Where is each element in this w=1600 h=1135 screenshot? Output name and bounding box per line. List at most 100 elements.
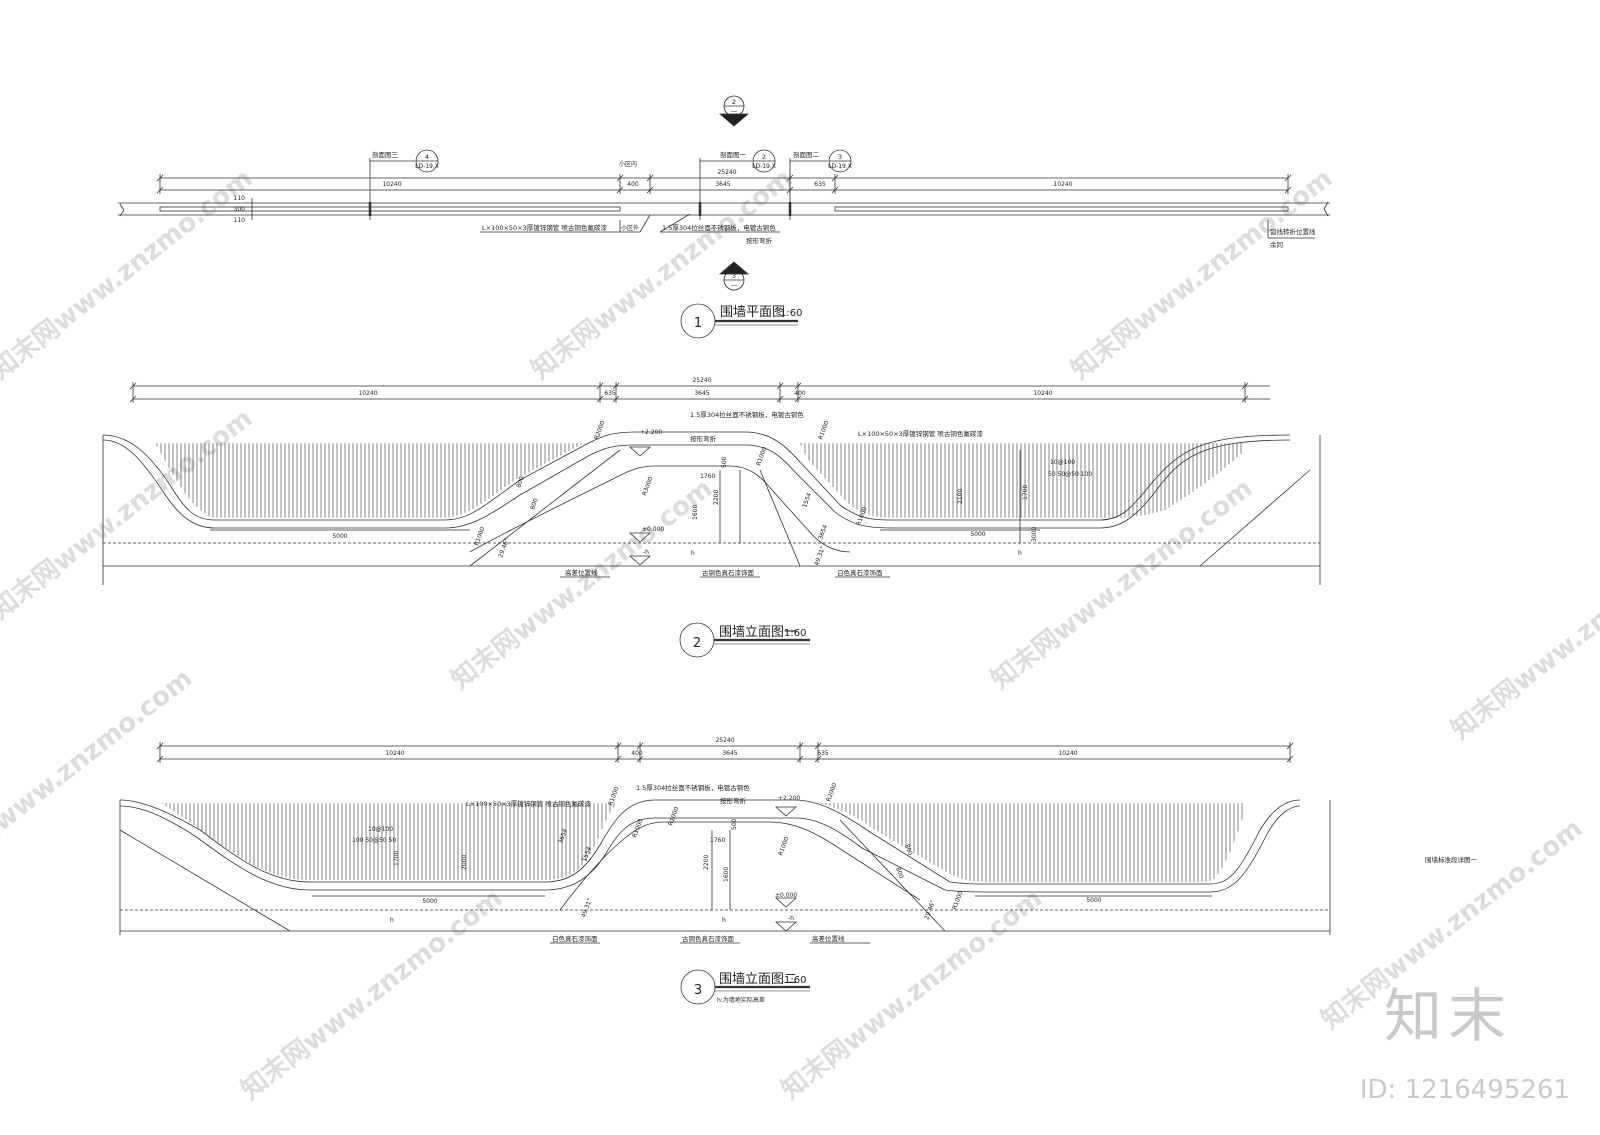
- e2-d-3: 1600: [723, 867, 730, 882]
- side-title: 围墙标准段详图一: [1425, 855, 1478, 864]
- plan-dim-2: 400: [627, 181, 639, 188]
- e1-note-plate: 1.5厚304拉丝面不锈钢板，电镀古铜色: [690, 410, 804, 419]
- dim-tick: [616, 186, 624, 194]
- dim-tick: [616, 174, 624, 182]
- dim-tick: [1284, 174, 1292, 182]
- dim-tick: [646, 174, 654, 182]
- dim-tick: [596, 382, 604, 390]
- e1-dim-4: 400: [794, 390, 806, 397]
- e2-d-12: 800: [894, 866, 905, 879]
- elevation-two-labels: 25240 10240 400 3645 635 10240 +2.200 ±0…: [352, 737, 1102, 1004]
- e1-angle-right: 49.31°: [813, 545, 826, 566]
- e1-r-1: R2000: [593, 420, 606, 441]
- e1-dim-total: 25240: [692, 377, 711, 384]
- e1-lev-top: +2.200: [640, 429, 662, 436]
- e1-call-left: 高差位置线: [565, 568, 598, 577]
- plan-thick-3: 110: [234, 217, 246, 224]
- e2-num: 3: [694, 983, 702, 998]
- e1-d-11: 3654: [817, 524, 829, 541]
- e2-r-4: R1000: [777, 836, 790, 857]
- section-marker-top: [718, 95, 750, 127]
- e2-angle-left: 49.31°: [580, 897, 593, 918]
- elev1-inner-curve: [102, 439, 1291, 529]
- e2-dim-3: 3645: [722, 750, 737, 757]
- dim-tick: [129, 382, 137, 390]
- e2-note-plate: 1.5厚304拉丝面不锈钢板，电镀古铜色: [636, 783, 750, 792]
- e1-d-3: 1600: [692, 505, 699, 520]
- dim-tick: [796, 755, 804, 763]
- plan-dim-4: 635: [814, 181, 826, 188]
- dim-tick: [1241, 382, 1249, 390]
- e1-dim-5: 10240: [1033, 390, 1052, 397]
- dim-tick: [796, 742, 804, 750]
- e2-d-11: 800: [903, 843, 914, 856]
- plan-inner-label: 小区内: [619, 160, 637, 168]
- dim-tick: [786, 186, 794, 194]
- e1-scale: 1:60: [784, 628, 806, 639]
- plan-labels: 25240 10240 400 3645 635 10240 小区内 小区外 L…: [234, 150, 1316, 331]
- e1-r-2: R1000: [755, 446, 768, 467]
- e2-lev-h: -h: [788, 915, 794, 922]
- dim-tick: [1286, 742, 1294, 750]
- e2-r-6: R1000: [951, 890, 964, 911]
- plan-outer-label: 小区外: [621, 224, 639, 232]
- elev2-lower-curve: [559, 821, 921, 911]
- e1-angle-left: 29.46°: [497, 537, 510, 558]
- section-marker-bottom: [718, 261, 750, 291]
- watermark-text: 知末网www.znzmo.com: [776, 883, 1048, 1105]
- plan-note-pipe: L×100×50×3厚镀锌钢管 喷古铜色氟碳漆: [482, 223, 607, 232]
- plan-dim-3: 3645: [715, 181, 730, 188]
- dim-tick: [1284, 186, 1292, 194]
- e2-lev-zero: ±0.000: [775, 892, 797, 899]
- e1-lev-h: -h: [643, 549, 649, 556]
- plan-dim-5: 10240: [1053, 181, 1072, 188]
- e1-d-5: 2100: [957, 489, 964, 504]
- brand-watermark: 知末: [1383, 982, 1512, 1050]
- e2-d-8: 5000: [1086, 897, 1101, 904]
- e2-d-7: 5000: [422, 898, 437, 905]
- e2-spacing-parts: 100 50@50 50: [352, 837, 396, 844]
- watermark-text: 知末网www.znzmo.com: [0, 663, 198, 885]
- dim-tick: [776, 395, 784, 403]
- e1-h: h: [691, 550, 695, 557]
- dim-tick: [156, 186, 164, 194]
- e2-subnote: h:为墙地实际高差: [717, 996, 765, 1004]
- dim-tick: [814, 742, 822, 750]
- plan-note-plate2: 按形弯折: [746, 236, 773, 245]
- plan-mk2: 2: [762, 153, 766, 161]
- e2-dim-1: 10240: [385, 750, 404, 757]
- elev2-dim-ticks: [156, 742, 1294, 763]
- e1-d-9: 3000: [1031, 527, 1038, 542]
- plan-view: 2 — 3 —: [118, 95, 1330, 339]
- dim-tick: [636, 755, 644, 763]
- e2-d-10: 1554: [581, 846, 593, 863]
- e1-note-plate2: 按形弯折: [690, 434, 717, 443]
- e2-call-right: 高差位置线: [812, 934, 845, 943]
- e2-h-mid: h: [722, 917, 726, 924]
- plan-scale: 1:60: [780, 308, 802, 319]
- dim-tick: [794, 382, 802, 390]
- e1-lev-zero: ±0.000: [642, 526, 664, 533]
- marker-bottom-sub: —: [731, 281, 738, 289]
- e1-d-4: 2200: [713, 490, 720, 505]
- elev2-vertical-bars: [161, 803, 1243, 882]
- e2-lev-top: +2.200: [778, 795, 800, 802]
- watermark-text: 知末网www.znzmo.com: [1446, 523, 1600, 745]
- e1-d-7: 5000: [332, 533, 347, 540]
- e2-dim-4: 635: [817, 750, 829, 757]
- dim-tick: [596, 395, 604, 403]
- e1-r-5: R1000: [817, 420, 830, 441]
- e1-d-6: 1700: [1022, 485, 1029, 500]
- id-label: ID: 1216495261: [1359, 1075, 1570, 1105]
- e2-title: 围墙立面图二: [719, 972, 797, 987]
- e2-call-left: 白色真石漆饰面: [552, 934, 598, 943]
- dim-tick: [612, 395, 620, 403]
- e2-d-5: 2000: [461, 855, 468, 870]
- plan-note-plate: 1.5厚304拉丝面不锈钢板，电镀古铜色: [662, 223, 776, 232]
- dim-tick: [156, 755, 164, 763]
- e1-d-8: 5000: [970, 531, 985, 538]
- watermark-text: 知末网www.znzmo.com: [236, 883, 508, 1105]
- plan-mk3: 3: [838, 153, 842, 161]
- dim-tick: [614, 755, 622, 763]
